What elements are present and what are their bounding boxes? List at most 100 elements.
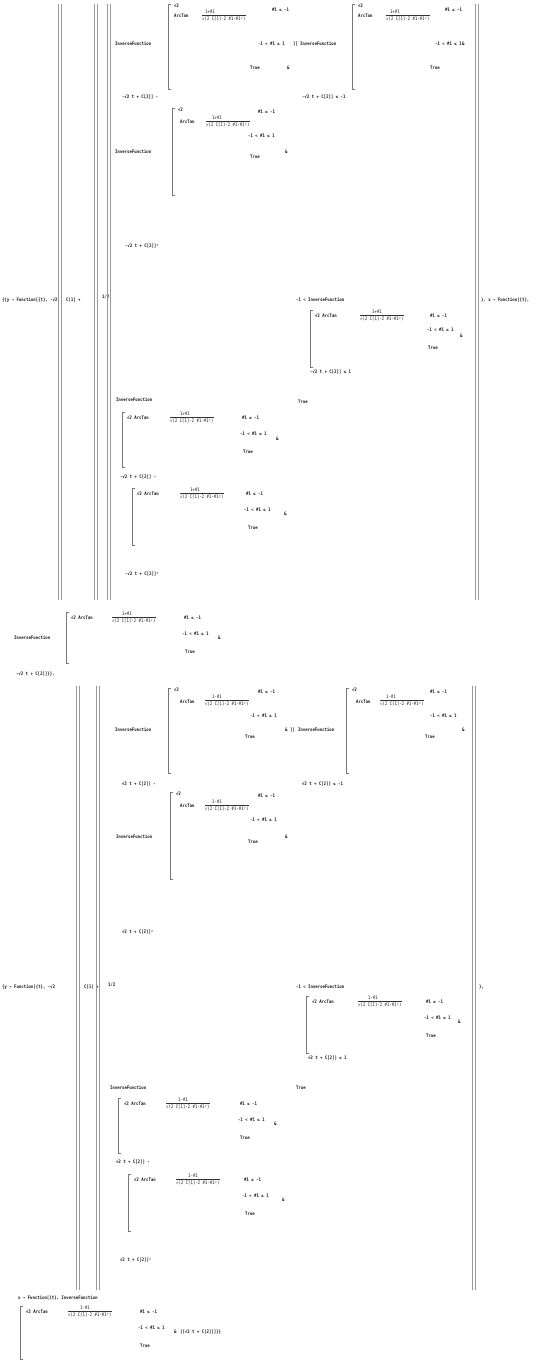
- inverse-function: InverseFunction: [14, 635, 51, 640]
- cond-lt: #1 ≤ -1: [426, 999, 443, 1004]
- cond-mid: -1 < #1 ≤ 1: [244, 507, 271, 512]
- cond-mid: -1 < #1 ≤ 1: [427, 327, 454, 332]
- piecewise-brace: [118, 1098, 121, 1154]
- cond-mid: -1 < #1 ≤ 1: [240, 431, 267, 436]
- tail: ][√2 t + C[2]]]}}: [180, 1329, 221, 1334]
- frac-num: 1-#1: [188, 1173, 198, 1178]
- frac-num: 1-#1: [368, 995, 378, 1000]
- half-inverse: InverseFunction: [115, 149, 152, 154]
- sqrt2: √2: [352, 687, 357, 692]
- frac-num: 1+#1: [122, 611, 132, 616]
- x-function: x → Function[{t}, InverseFunction: [18, 1295, 98, 1300]
- frac-den: √(2 C[1]-2 #1-#1²): [360, 316, 404, 321]
- arctan: √2 ArcTan: [134, 1177, 156, 1182]
- sqrt2: √2: [358, 3, 363, 8]
- cond-true: True: [425, 734, 435, 739]
- true-label: True: [298, 399, 308, 404]
- closing-bracket-line: [472, 686, 473, 1290]
- cond-lt: #1 ≤ -1: [430, 313, 447, 318]
- outer-bracket-line: [58, 4, 59, 600]
- amp: &: [285, 834, 288, 839]
- frac-num: 1+#1: [390, 9, 400, 14]
- amp: &: [174, 1329, 177, 1334]
- fraction-line: [112, 617, 156, 618]
- cond-mid: -1 < #1 ≤ 1: [424, 1015, 451, 1020]
- half-fraction: 1/2: [102, 294, 110, 299]
- cond-lt: #1 ≤ -1: [184, 615, 201, 620]
- inner-bracket-line: [96, 686, 97, 1290]
- arctan: √2 ArcTan: [127, 415, 149, 420]
- time-expr-sq: √2 t + C[2]]²: [120, 1257, 152, 1262]
- inverse-function: InverseFunction: [115, 727, 152, 732]
- piecewise-brace: [66, 612, 69, 664]
- cond-lt: #1 ≤ -1: [240, 1101, 257, 1106]
- outer-bracket-line: [79, 686, 80, 1290]
- fraction-line: [386, 15, 430, 16]
- closing-bracket-line: [475, 686, 476, 1290]
- cond-true: True: [185, 649, 195, 654]
- piecewise-brace: [306, 996, 309, 1054]
- piecewise-brace: [128, 1174, 131, 1232]
- cond-true: True: [243, 449, 253, 454]
- cond-mid: -1 < #1 ≤ 1: [430, 713, 457, 718]
- amp: &: [274, 1121, 277, 1126]
- frac-num: 1+#1: [372, 309, 382, 314]
- cond-lt: #1 ≤ -1: [272, 7, 289, 12]
- frac-den: √(2 C[1]-2 #1-#1²): [205, 701, 249, 706]
- frac-den: √(2 C[1]-2 #1-#1²): [202, 16, 246, 21]
- amp: &: [284, 511, 287, 516]
- amp: &: [460, 333, 463, 338]
- cond-true: True: [245, 1211, 255, 1216]
- cond-true: True: [248, 525, 258, 530]
- arctan: ArcTan: [180, 699, 195, 704]
- cond-true: True: [245, 734, 255, 739]
- piecewise-brace: [346, 688, 349, 774]
- true-label: True: [296, 1085, 306, 1090]
- cond-mid: -1 < #1 ≤ 1: [182, 631, 209, 636]
- cond-true: True: [248, 839, 258, 844]
- cond-mid: -1 < #1 ≤ 1: [250, 713, 277, 718]
- frac-num: 1+#1: [190, 487, 200, 492]
- frac-num: 1-#1: [178, 1097, 188, 1102]
- arctan: √2 ArcTan: [124, 1101, 146, 1106]
- cond-mid: -1 < #1 ≤ 1: [258, 41, 285, 46]
- fraction-line: [205, 805, 249, 806]
- inverse-function: InverseFunction: [110, 1085, 147, 1090]
- frac-den: √(2 C[1]-2 #1-#1²): [180, 494, 224, 499]
- fraction-line: [166, 1103, 210, 1104]
- close-brace: },: [479, 984, 484, 989]
- cond-mid: -1 < #1 ≤ 1: [250, 817, 277, 822]
- arctan: ArcTan: [358, 13, 373, 18]
- frac-num: 1+#1: [212, 115, 222, 120]
- time-expr-le1: -√2 t + C[2]] ≤ 1: [310, 369, 351, 374]
- fraction-line: [358, 1001, 402, 1002]
- cond-mid: -1 < #1 ≤ 1: [138, 1325, 165, 1330]
- inner-bracket-line: [99, 686, 100, 1290]
- frac-den: √(2 C[1]-2 #1-#1²): [380, 701, 424, 706]
- cond-true: True: [428, 345, 438, 350]
- half-inverse: InverseFunction: [116, 834, 153, 839]
- fraction-line: [68, 1311, 112, 1312]
- cond-mid: -1 < #1 ≤ 1: [435, 41, 462, 46]
- amp: &: [285, 149, 288, 154]
- time-expr: √2 t + C[2]] ≤ -1: [302, 781, 343, 786]
- x-function: }, x → Function[{t},: [481, 297, 530, 302]
- fraction-line: [360, 315, 404, 316]
- time-expr: -√2 t + C[2]] ≤ -1: [302, 94, 346, 99]
- arctan: ArcTan: [180, 803, 195, 808]
- amp: &: [458, 1019, 461, 1024]
- cond-lt: #1 ≤ -1: [258, 689, 275, 694]
- amp: &: [285, 727, 288, 732]
- time-expr-sq: -√2 t + C[2]]²: [125, 571, 159, 576]
- frac-num: 1-#1: [212, 799, 222, 804]
- frac-num: 1-#1: [386, 694, 396, 699]
- cond-true: True: [426, 1033, 436, 1038]
- piecewise-brace: [132, 488, 135, 546]
- open-bracket: ][: [290, 727, 295, 732]
- half-fraction: 1/2: [108, 982, 116, 987]
- fraction-line: [170, 417, 214, 418]
- time-expr-le1: √2 t + C[2]] ≤ 1: [308, 1055, 347, 1060]
- frac-den: √(2 C[1]-2 #1-#1²): [206, 122, 250, 127]
- time-expr: √2 t + C[2]] -: [122, 781, 156, 786]
- cond-true: True: [250, 65, 260, 70]
